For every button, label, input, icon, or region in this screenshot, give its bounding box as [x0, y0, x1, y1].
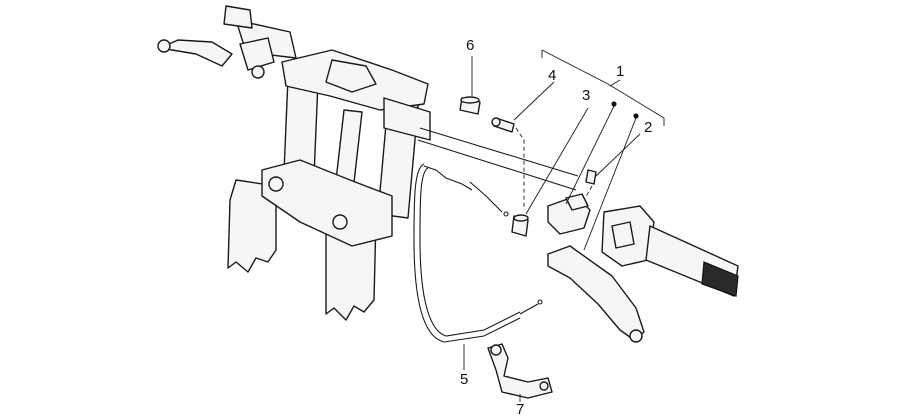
callout-1: 1: [616, 63, 624, 80]
part-3-spacer: [511, 214, 529, 237]
callout-4: 4: [548, 67, 556, 84]
callout-5: 5: [460, 371, 468, 388]
callout-7: 7: [516, 401, 524, 416]
part-6-bushing: [459, 96, 481, 115]
part-1-clutch-lever-assembly: [547, 193, 739, 343]
callout-6: 6: [466, 37, 474, 54]
part-4-adjuster-screw: [491, 117, 515, 133]
part-7-bracket: [487, 343, 553, 399]
callout-3: 3: [582, 87, 590, 104]
alignment-dash-4: [515, 127, 525, 210]
part-5-clutch-cable: [413, 163, 543, 343]
callout-2: 2: [644, 119, 652, 136]
front-fork-assembly: [157, 5, 579, 321]
leader-lines: [463, 49, 665, 402]
